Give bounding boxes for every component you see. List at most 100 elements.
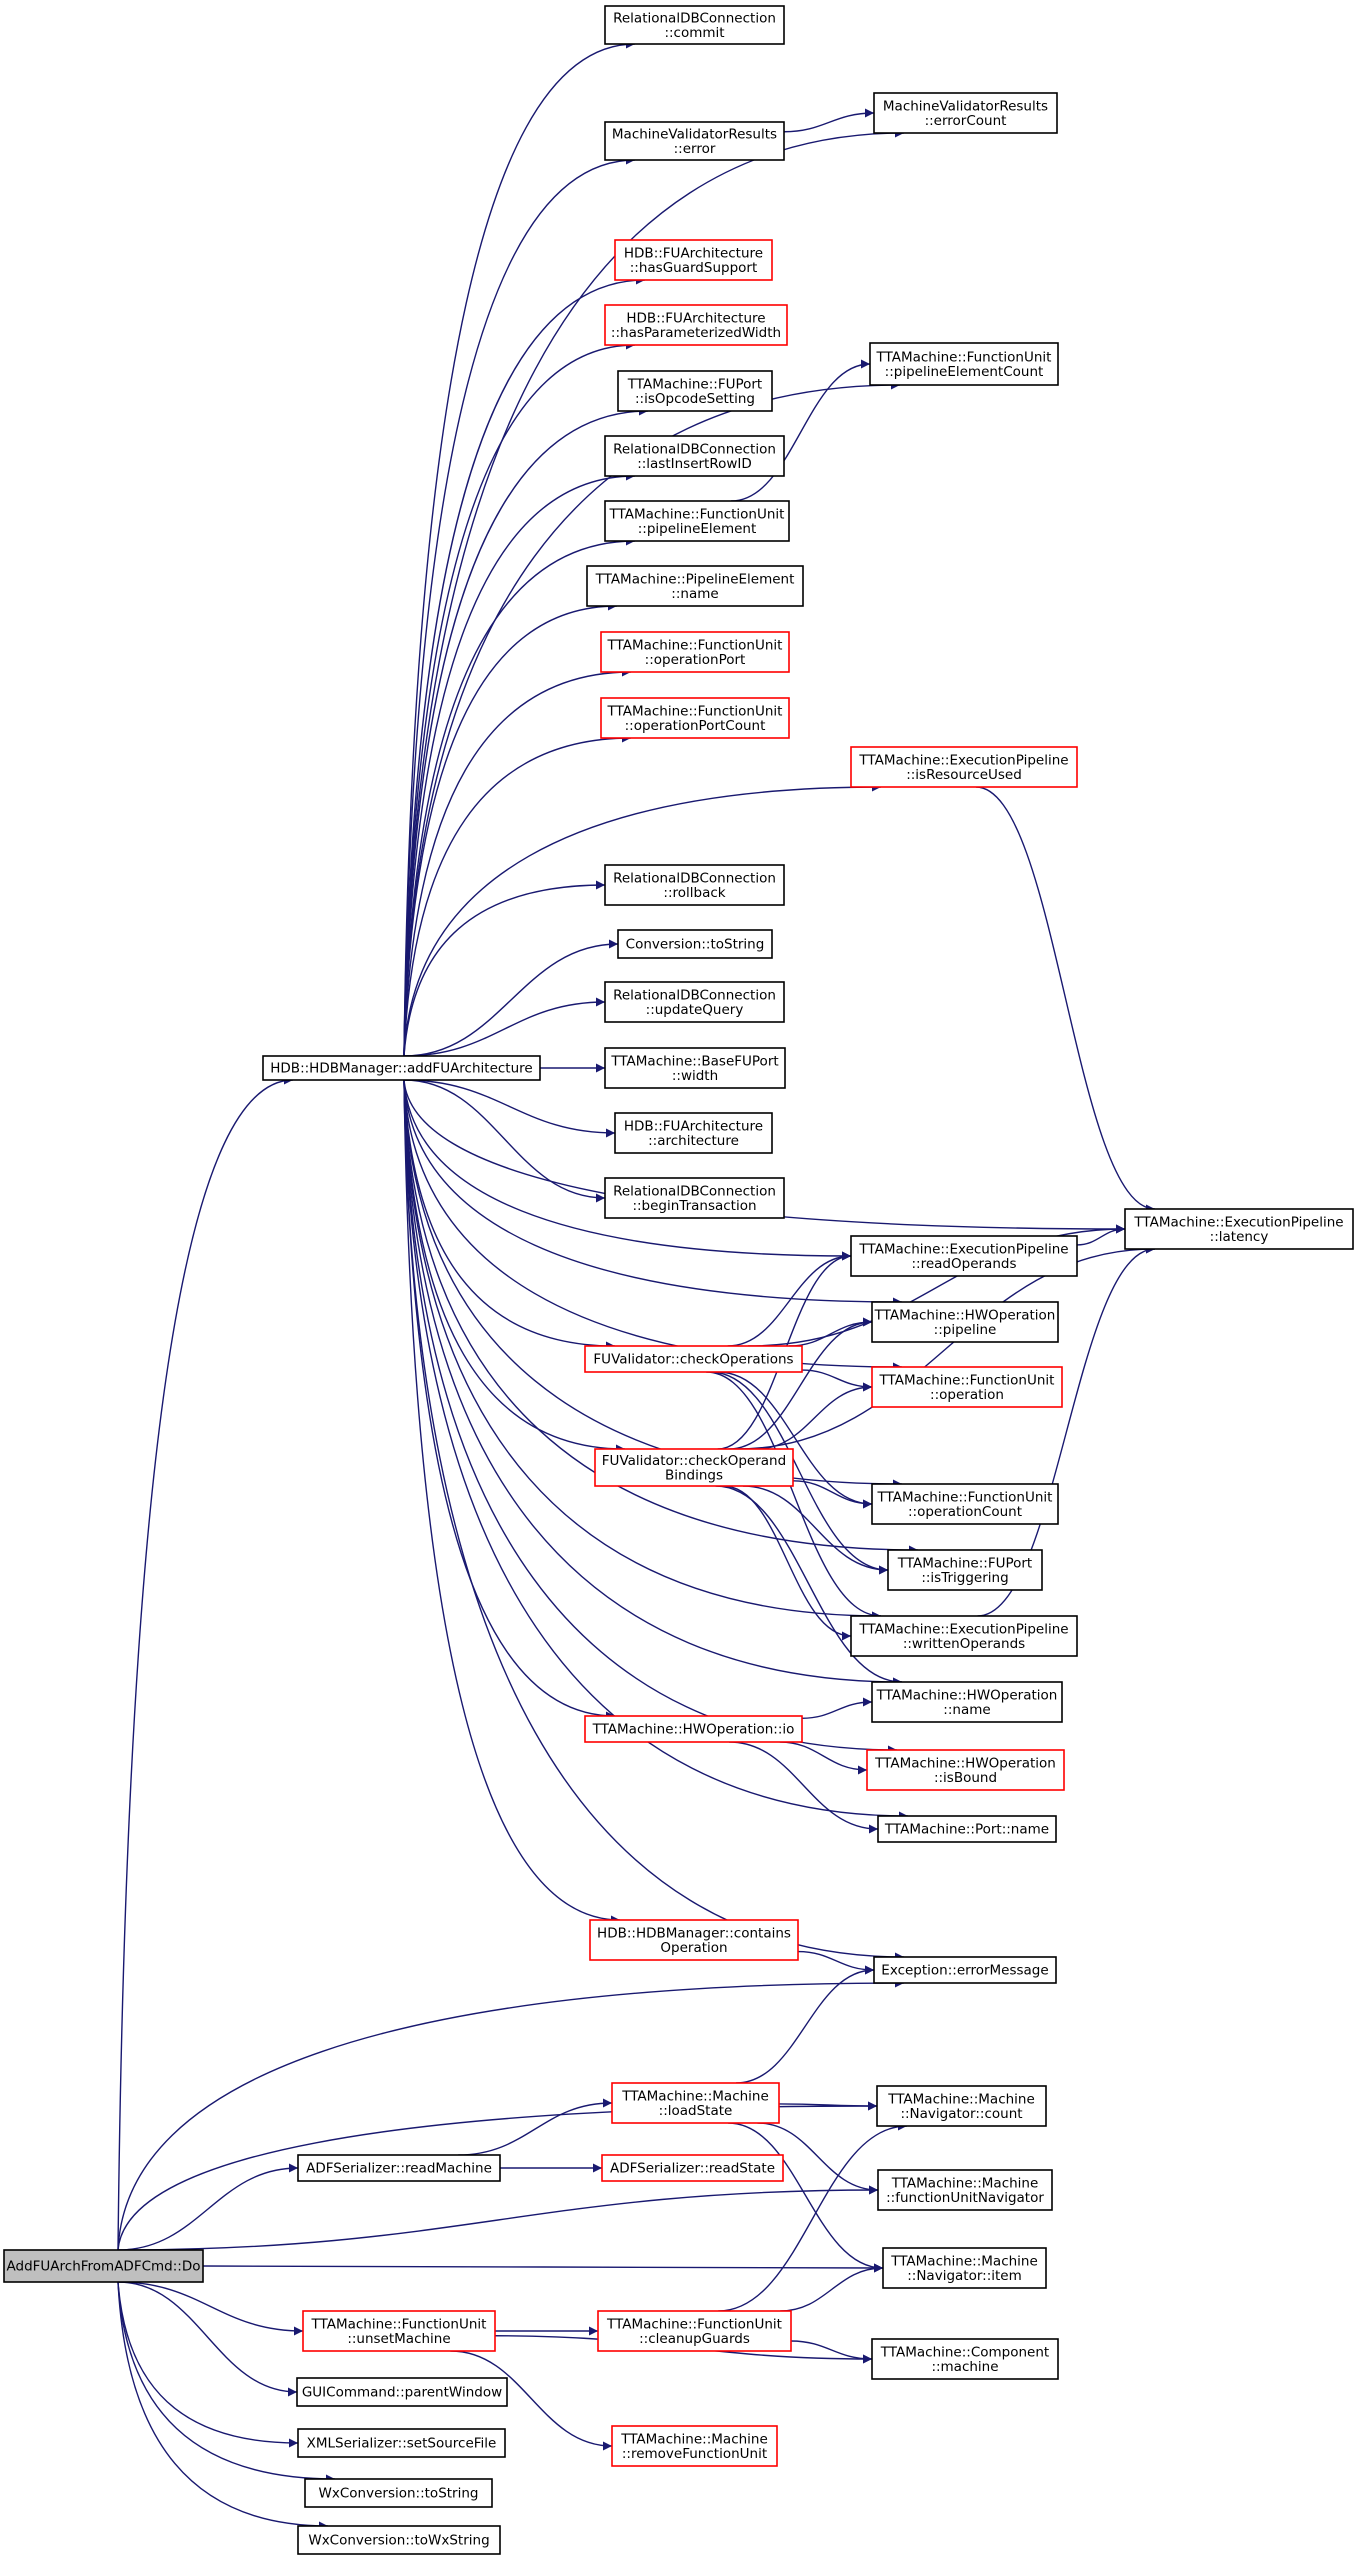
node-label: ::isResourceUsed: [906, 767, 1022, 783]
node-errorCount[interactable]: MachineValidatorResults::errorCount: [873, 92, 1058, 134]
node-hasParamWidth[interactable]: HDB::FUArchitecture::hasParameterizedWid…: [604, 304, 788, 346]
node-label: ::cleanupGuards: [639, 2331, 750, 2347]
node-label: ::operation: [930, 1387, 1004, 1403]
node-baseFUPortWidth[interactable]: TTAMachine::BaseFUPort::width: [604, 1047, 786, 1089]
node-box: [601, 2154, 784, 2182]
node-label: TTAMachine::FUPort: [627, 376, 762, 392]
node-box: [887, 1549, 1043, 1591]
node-readMachine[interactable]: ADFSerializer::readMachine: [297, 2154, 501, 2182]
node-operationPortCount[interactable]: TTAMachine::FunctionUnit::operationPortC…: [600, 697, 790, 739]
node-wxToString[interactable]: WxConversion::toString: [304, 2478, 493, 2508]
node-fuOperation[interactable]: TTAMachine::FunctionUnit::operation: [871, 1366, 1063, 1408]
node-label: TTAMachine::FunctionUnit: [877, 1489, 1053, 1505]
node-checkOperations[interactable]: FUValidator::checkOperations: [584, 1345, 803, 1373]
node-setSourceFile[interactable]: XMLSerializer::setSourceFile: [297, 2428, 506, 2458]
node-label: Operation: [660, 1940, 727, 1956]
node-hwPipeline[interactable]: TTAMachine::HWOperation::pipeline: [871, 1301, 1059, 1343]
node-box: [869, 342, 1059, 386]
node-updateQuery[interactable]: RelationalDBConnection::updateQuery: [604, 981, 785, 1023]
node-latency[interactable]: TTAMachine::ExecutionPipeline::latency: [1124, 1208, 1354, 1250]
node-readState[interactable]: ADFSerializer::readState: [601, 2154, 784, 2182]
node-hwName[interactable]: TTAMachine::HWOperation::name: [871, 1681, 1063, 1723]
node-box: [302, 2310, 496, 2352]
node-box: [604, 1177, 785, 1219]
node-hwIsBound[interactable]: TTAMachine::HWOperation::isBound: [866, 1749, 1065, 1791]
node-label: ::operationPort: [645, 652, 746, 668]
node-label: ::isBound: [934, 1770, 997, 1786]
node-operationCount[interactable]: TTAMachine::FunctionUnit::operationCount: [871, 1483, 1059, 1525]
edge-root-to-fuNavigator: [117, 2185, 879, 2251]
node-mvrError[interactable]: MachineValidatorResults::error: [604, 121, 785, 161]
node-label: TTAMachine::Machine: [620, 2431, 768, 2447]
node-removeFU[interactable]: TTAMachine::Machine::removeFunctionUnit: [611, 2425, 778, 2467]
edge-addFUArch-to-operationPortCount: [403, 733, 632, 1057]
node-isTriggering[interactable]: TTAMachine::FUPort::isTriggering: [887, 1549, 1043, 1591]
node-loadState[interactable]: TTAMachine::Machine::loadState: [611, 2082, 780, 2124]
node-hasGuardSupport[interactable]: HDB::FUArchitecture::hasGuardSupport: [614, 239, 773, 281]
node-label: ::writtenOperands: [903, 1636, 1025, 1652]
node-convToString[interactable]: Conversion::toString: [617, 929, 773, 959]
node-parentWindow[interactable]: GUICommand::parentWindow: [296, 2377, 508, 2407]
node-box: [600, 697, 790, 739]
node-pipelineElementCount[interactable]: TTAMachine::FunctionUnit::pipelineElemen…: [869, 342, 1059, 386]
node-peName[interactable]: TTAMachine::PipelineElement::name: [586, 565, 804, 607]
edge-addFUArch-to-commit: [403, 39, 636, 1057]
node-isOpcodeSetting[interactable]: TTAMachine::FUPort::isOpcodeSetting: [617, 370, 773, 412]
node-navItem[interactable]: TTAMachine::Machine::Navigator::item: [882, 2247, 1047, 2289]
node-box: [871, 2338, 1059, 2380]
node-navCount[interactable]: TTAMachine::Machine::Navigator::count: [876, 2085, 1047, 2127]
edge-addFUArch-to-checkOperations: [403, 1079, 616, 1351]
node-box: [296, 2377, 508, 2407]
edge-cleanupGuards-to-navItem: [780, 2263, 884, 2312]
node-box: [871, 1301, 1059, 1343]
node-componentMachine[interactable]: TTAMachine::Component::machine: [871, 2338, 1059, 2380]
node-commit[interactable]: RelationalDBConnection::commit: [604, 5, 785, 45]
edge-root-to-addFUArch: [117, 1075, 294, 2251]
node-errorMessage[interactable]: Exception::errorMessage: [873, 1956, 1057, 1984]
edge-checkOperations-to-readOperands: [727, 1251, 852, 1347]
edge-readMachine-to-loadState: [458, 2098, 613, 2156]
node-root[interactable]: AddFUArchFromADFCmd::Do: [3, 2249, 204, 2283]
edge-addFUArch-to-portName: [403, 1079, 909, 1821]
node-writtenOperands[interactable]: TTAMachine::ExecutionPipeline::writtenOp…: [850, 1615, 1078, 1657]
edge-addFUArch-to-writtenOperands: [403, 1079, 882, 1621]
edge-root-to-wxToString: [117, 2281, 336, 2484]
edge-isResourceUsed-to-latency: [975, 786, 1156, 1214]
node-label: TTAMachine::PipelineElement: [595, 571, 795, 587]
node-label: MachineValidatorResults: [883, 98, 1048, 114]
node-operationPort[interactable]: TTAMachine::FunctionUnit::operationPort: [600, 631, 790, 673]
node-beginTransaction[interactable]: RelationalDBConnection::beginTransaction: [604, 1177, 785, 1219]
node-box: [611, 2425, 778, 2467]
node-pipelineElement[interactable]: TTAMachine::FunctionUnit::pipelineElemen…: [604, 500, 790, 542]
node-box: [1124, 1208, 1354, 1250]
node-cleanupGuards[interactable]: TTAMachine::FunctionUnit::cleanupGuards: [597, 2310, 792, 2352]
node-label: ::hasGuardSupport: [630, 260, 758, 276]
edge-containsOperation-to-errorMessage: [797, 1950, 875, 1975]
node-label: ::updateQuery: [646, 1002, 744, 1018]
edge-addFUArch-to-mvrError: [403, 155, 636, 1057]
node-box: [882, 2247, 1047, 2289]
node-rollback[interactable]: RelationalDBConnection::rollback: [604, 864, 785, 906]
node-label: TTAMachine::HWOperation::io: [592, 1722, 795, 1738]
edge-root-to-readMachine: [117, 2163, 299, 2251]
node-lastInsertRowID[interactable]: RelationalDBConnection::lastInsertRowID: [604, 435, 785, 477]
node-fuArchArchitecture[interactable]: HDB::FUArchitecture::architecture: [614, 1112, 773, 1154]
node-label: ::machine: [931, 2359, 998, 2375]
node-readOperands[interactable]: TTAMachine::ExecutionPipeline::readOpera…: [850, 1235, 1078, 1277]
edge-checkOperations-to-fuOperation: [801, 1369, 873, 1392]
node-box: [876, 2085, 1047, 2127]
edge-pipelineElement-to-pipelineElementCount: [731, 359, 871, 502]
node-label: TTAMachine::ExecutionPipeline: [858, 1241, 1068, 1257]
node-isResourceUsed[interactable]: TTAMachine::ExecutionPipeline::isResourc…: [850, 746, 1078, 788]
node-wxToWxString[interactable]: WxConversion::toWxString: [297, 2525, 501, 2555]
node-box: [604, 864, 785, 906]
node-addFUArch[interactable]: HDB::HDBManager::addFUArchitecture: [262, 1055, 541, 1081]
node-unsetMachine[interactable]: TTAMachine::FunctionUnit::unsetMachine: [302, 2310, 496, 2352]
node-label: TTAMachine::Machine: [621, 2088, 769, 2104]
node-fuNavigator[interactable]: TTAMachine::Machine::functionUnitNavigat…: [877, 2169, 1053, 2211]
node-portName[interactable]: TTAMachine::Port::name: [877, 1815, 1057, 1843]
node-hwIo[interactable]: TTAMachine::HWOperation::io: [584, 1715, 803, 1743]
node-label: ::latency: [1210, 1229, 1269, 1245]
